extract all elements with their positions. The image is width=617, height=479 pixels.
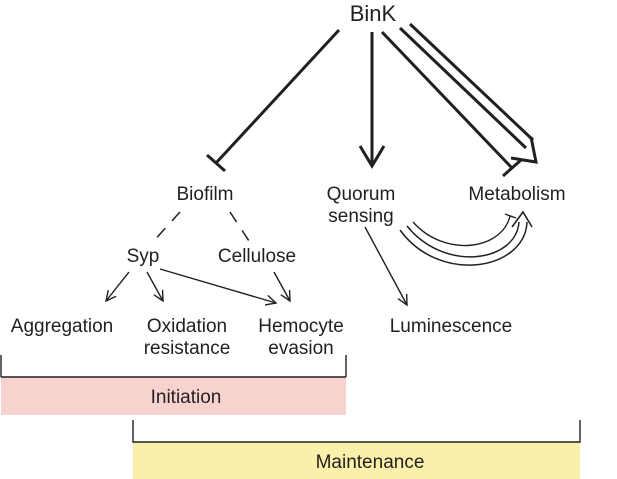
node-hemocyte-line2: evasion [268, 338, 334, 359]
phase-maintenance-label: Maintenance [316, 452, 425, 473]
node-syp: Syp [127, 246, 160, 267]
edge-biofilm-syp [150, 211, 181, 245]
edge-bink-metabolism-double-a [398, 26, 528, 150]
edge-bink-quorum-head [358, 145, 386, 169]
edge-bink-biofilm-bar [206, 153, 226, 173]
edge-quorum-luminescence [364, 226, 407, 305]
edge-quorum-metabolism-curve-inner [406, 221, 520, 258]
initiation-bracket [0, 355, 347, 378]
edge-quorum-metabolism-inhibit-curve [412, 215, 511, 247]
node-hemocyte-line1: Hemocyte [258, 316, 344, 337]
edge-quorum-metabolism-inhibit-bar [504, 213, 517, 219]
edge-bink-metabolism-inhibit [380, 30, 514, 170]
node-oxidation-line2: resistance [144, 338, 231, 359]
edge-bink-metabolism-inhibit-bar [502, 158, 522, 178]
edge-bink-metabolism-double-head [510, 136, 538, 164]
node-bink: BinK [350, 1, 397, 26]
node-oxidation-line1: Oxidation [147, 316, 227, 337]
edge-quorum-metabolism-curve-outer [399, 221, 528, 266]
node-cellulose: Cellulose [218, 246, 296, 267]
edge-syp-oxidation [146, 271, 163, 301]
maintenance-bracket [132, 420, 581, 443]
maintenance-bar [133, 442, 580, 479]
edge-bink-biofilm [214, 28, 341, 165]
edge-biofilm-cellulose [229, 211, 252, 245]
edge-cellulose-hemocyte [273, 271, 290, 301]
node-quorum-line2: sensing [328, 206, 394, 227]
initiation-bar [1, 377, 346, 415]
node-biofilm: Biofilm [176, 184, 233, 205]
phase-initiation-label: Initiation [151, 387, 222, 408]
node-quorum-line1: Quorum [327, 184, 396, 205]
node-metabolism: Metabolism [468, 184, 565, 205]
edge-quorum-metabolism-curve-head [511, 210, 533, 228]
node-aggregation: Aggregation [11, 316, 113, 337]
edge-syp-aggregation [106, 271, 130, 301]
edge-bink-metabolism-double-b [408, 22, 535, 142]
node-luminescence: Luminescence [390, 316, 513, 337]
edge-syp-hemocyte [159, 268, 276, 303]
